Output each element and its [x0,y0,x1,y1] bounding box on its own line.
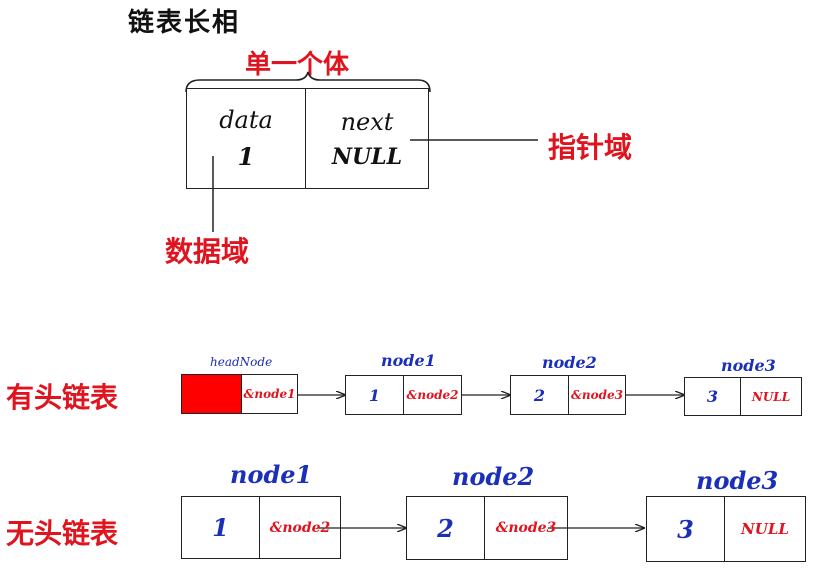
headless-node3-value: 3 [677,514,694,544]
headed-list-label: 有头链表 [6,381,119,414]
headed-node2-next-cell: &node3 [569,376,625,414]
single-node-box: data 1 next NULL [186,88,429,189]
headless-node1-value: 1 [212,513,229,542]
next-field-value: NULL [331,143,403,170]
headless-list-label: 无头链表 [6,517,119,550]
headed-node3-value: 3 [706,387,719,406]
headless-node3-value-cell: 3 [647,497,725,561]
headless-node1-next-cell: &node2 [260,497,340,558]
headed-node2-value: 2 [533,385,546,405]
headless-node3-box: 3 NULL [646,496,806,562]
data-field-name: data [219,106,273,134]
headless-node1-value-cell: 1 [182,497,260,558]
headed-node3-box: 3 NULL [684,377,802,416]
headed-node1-name: node1 [381,351,436,370]
headed-node3-next: NULL [751,389,791,404]
head-node-box: &node1 [181,374,298,414]
headless-node2-name: node2 [452,462,535,491]
headed-node3-next-cell: NULL [741,378,801,415]
headed-node2-name: node2 [542,353,597,372]
headless-node2-value: 2 [437,513,454,543]
brace-line [185,71,431,93]
pointer-field-label: 指针域 [548,131,633,164]
next-cell: next NULL [306,89,428,188]
headless-node2-value-cell: 2 [407,497,485,559]
head-node-name: headNode [210,355,273,369]
brace-label: 单一个体 [245,50,350,80]
headed-node1-value: 1 [368,385,381,405]
headless-node1-next: &node2 [269,519,331,536]
head-node-next: &node1 [243,387,296,401]
headless-node2-box: 2 &node3 [406,496,568,560]
headless-node1-box: 1 &node2 [181,496,341,559]
headed-node1-next: &node2 [406,388,459,402]
headed-node1-box: 1 &node2 [345,375,462,415]
headless-node3-next: NULL [741,520,789,538]
diagram-title: 链表长相 [128,8,241,38]
next-field-name: next [340,107,394,136]
headed-node3-value-cell: 3 [685,378,741,415]
headed-node2-value-cell: 2 [511,376,569,414]
headed-node1-next-cell: &node2 [404,376,461,414]
headed-node2-box: 2 &node3 [510,375,626,415]
head-node-next-cell: &node1 [242,375,297,413]
headless-node2-next-cell: &node3 [485,497,567,559]
headless-node3-next-cell: NULL [725,497,805,561]
data-cell: data 1 [187,89,306,188]
headless-node1-name: node1 [230,460,313,489]
headless-node3-name: node3 [696,466,779,495]
data-field-label: 数据域 [165,235,250,268]
headless-node2-next: &node3 [495,520,557,536]
head-node-value-cell [182,375,242,413]
headed-node2-next: &node3 [571,388,623,402]
headed-node1-value-cell: 1 [346,376,404,414]
data-field-value: 1 [237,142,255,171]
headed-node3-name: node3 [721,356,776,375]
